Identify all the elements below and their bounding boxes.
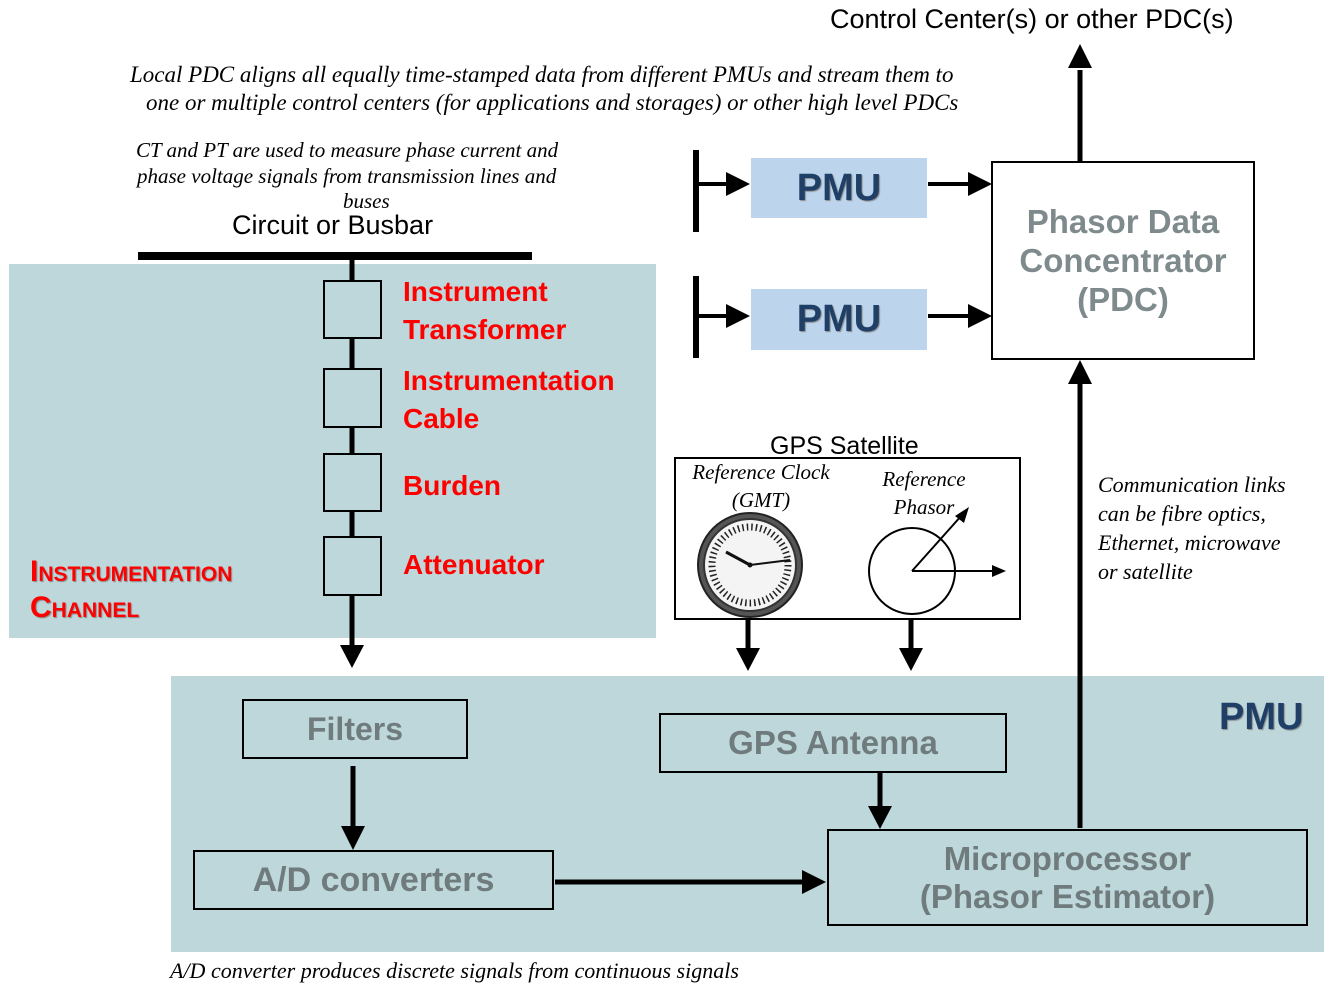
communication-note: Communication links can be fibre optics,… [1098,472,1286,584]
attenuator-box [323,536,382,596]
attenuator-label: Attenuator [403,549,545,580]
ct-pt-note-line1: CT and PT are used to measure phase curr… [136,138,559,162]
microprocessor-box: Microprocessor (Phasor Estimator) [827,829,1308,926]
instrument-transformer-box [323,280,382,339]
arrow-to-filters [340,645,364,668]
pdc-note-line1: Local PDC aligns all equally time-stampe… [130,62,954,87]
gps-satellite-title: GPS Satellite [770,432,919,460]
ad-note: A/D converter produces discrete signals … [170,958,739,983]
pmu-panel [171,676,1324,952]
instrumentation-cable-box [323,368,382,428]
pmu-block-title: PMU [1219,696,1304,738]
ad-converters-box: A/D converters [193,850,554,910]
pdc-note-line2: one or multiple control centers (for app… [146,90,959,115]
instrumentation-channel-title: Instrumentation Channel [30,555,233,624]
reference-phasor-label: Reference Phasor [882,467,966,519]
reference-clock-label: Reference Clock (GMT) [692,460,830,512]
pmu-unit-1: PMU [751,158,927,218]
control-center-label: Control Center(s) or other PDC(s) [830,4,1234,34]
burden-label: Burden [403,470,501,501]
circuit-busbar-label: Circuit or Busbar [232,210,434,240]
gps-antenna-box: GPS Antenna [659,713,1007,773]
instrumentation-cable-label: Instrumentation Cable [403,365,615,434]
pdc-box: Phasor Data Concentrator (PDC) [991,161,1255,360]
instrument-transformer-label: Instrument Transformer [403,276,567,345]
pmu-unit-2: PMU [751,289,927,350]
filters-box: Filters [242,699,468,759]
burden-box [323,453,382,512]
ct-pt-note-line2: phase voltage signals from transmission … [137,164,557,188]
ct-pt-note-line3: buses [343,189,390,213]
